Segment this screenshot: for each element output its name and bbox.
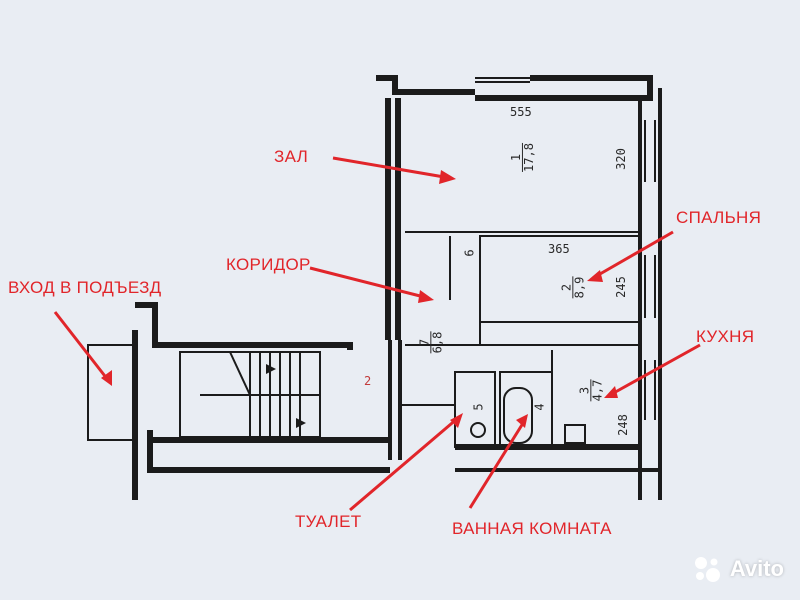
dim-6: 6 — [462, 249, 477, 257]
dim-245: 245 — [613, 276, 628, 298]
dim-2: 2 — [364, 374, 372, 388]
room-3-mark: 3 4,7 — [577, 379, 605, 402]
avito-logo-icon — [694, 557, 720, 582]
avito-watermark-text: Avito — [729, 556, 784, 581]
annotation-arrows — [53, 156, 701, 512]
annotation-arrowheads — [101, 170, 618, 428]
stair-arrows — [266, 364, 306, 428]
room-5-number: 5 — [471, 403, 486, 411]
label-spalnya: СПАЛЬНЯ — [676, 208, 762, 227]
dim-555: 555 — [510, 105, 532, 119]
label-vhod: ВХОД В ПОДЪЕЗД — [8, 278, 162, 297]
label-kuhnya: КУХНЯ — [696, 327, 755, 346]
room-4-number: 4 — [532, 403, 547, 411]
dim-320: 320 — [613, 148, 628, 170]
label-zal: ЗАЛ — [274, 147, 309, 166]
room-3-area: 4,7 — [590, 379, 605, 402]
room-1-area: 17,8 — [521, 143, 536, 172]
room-7-mark: 7 6,8 — [417, 331, 445, 354]
room-7-area: 6,8 — [430, 331, 445, 354]
label-tualet: ТУАЛЕТ — [295, 512, 362, 531]
partitions — [87, 77, 656, 448]
room-1-mark: 1 17,8 — [509, 143, 536, 172]
dim-248: 248 — [615, 414, 630, 436]
label-vannaya: ВАННАЯ КОМНАТА — [452, 519, 612, 538]
room-2-mark: 2 8,9 — [559, 276, 587, 299]
room-2-area: 8,9 — [572, 276, 587, 299]
label-koridor: КОРИДОР — [226, 255, 311, 274]
dim-365: 365 — [548, 242, 570, 256]
avito-watermark: Avito — [692, 554, 784, 584]
